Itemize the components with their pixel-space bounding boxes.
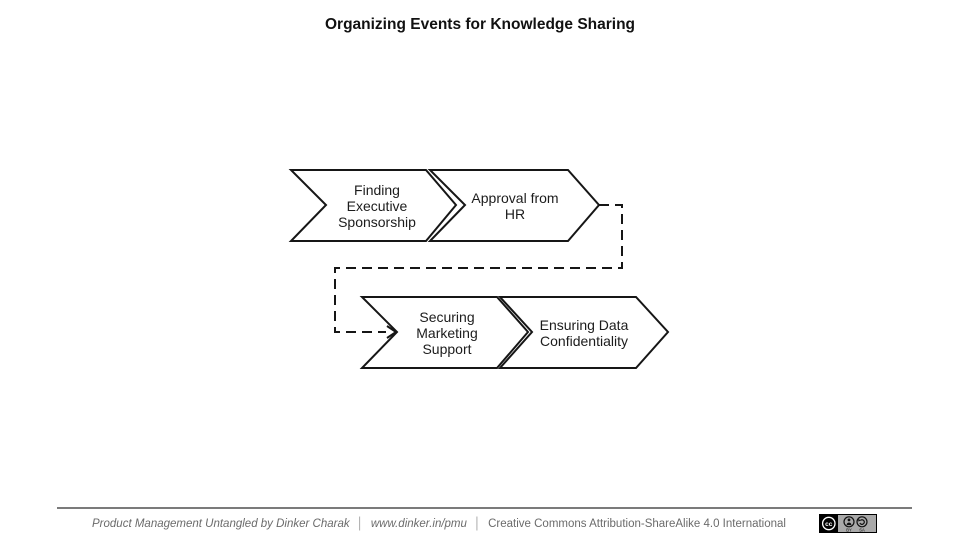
cc-sa-icon	[856, 516, 868, 528]
footer-url: www.dinker.in/pmu	[370, 517, 467, 530]
connector-arrowhead-icon	[386, 325, 398, 339]
footer-divider	[57, 507, 912, 509]
step-label-ensuring-data-confidentiality: Ensuring Data Confidentiality	[539, 317, 629, 349]
cc-by-icon	[843, 516, 855, 528]
footer-separator: │	[356, 517, 364, 530]
footer-text: Product Management Untangled by Dinker C…	[92, 518, 786, 530]
cc-by-label: BY	[846, 527, 852, 532]
footer: Product Management Untangled by Dinker C…	[57, 507, 912, 533]
cc-logo-icon: cc	[821, 516, 836, 531]
footer-credit: Product Management Untangled by Dinker C…	[92, 517, 350, 530]
slide-title: Organizing Events for Knowledge Sharing	[324, 16, 636, 33]
chevron-step-4	[497, 296, 670, 369]
chevron-step-1	[288, 169, 458, 242]
step-label-approval-from-hr: Approval from HR	[471, 190, 559, 222]
cc-sa-label: SA	[859, 527, 865, 532]
footer-separator: │	[473, 517, 482, 530]
svg-text:cc: cc	[825, 521, 833, 528]
dashed-connector	[334, 204, 623, 333]
footer-license: Creative Commons Attribution-ShareAlike …	[488, 517, 786, 530]
cc-license-badge: cc BY SA	[818, 514, 877, 533]
step-label-securing-marketing-support: Securing Marketing Support	[416, 309, 478, 357]
chevron-step-2	[427, 169, 601, 242]
step-label-finding-executive-sponsorship: Finding Executive Sponsorship	[338, 182, 416, 230]
